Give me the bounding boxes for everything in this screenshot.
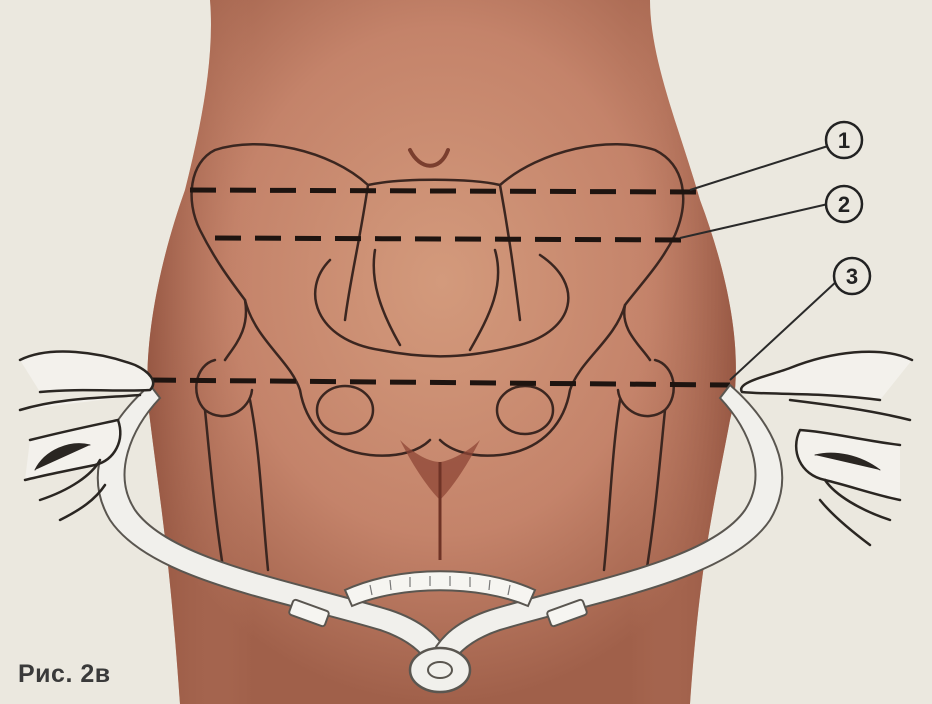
callout-number: 1 xyxy=(838,128,850,153)
figure-caption: Рис. 2в xyxy=(18,660,111,689)
callout-3: 3 xyxy=(834,258,870,294)
callout-number: 2 xyxy=(838,192,850,217)
pelvimeter-hinge xyxy=(410,648,470,692)
callout-1: 1 xyxy=(826,122,862,158)
torso-shading xyxy=(147,0,736,704)
callout-2: 2 xyxy=(826,186,862,222)
callout-number: 3 xyxy=(846,264,858,289)
